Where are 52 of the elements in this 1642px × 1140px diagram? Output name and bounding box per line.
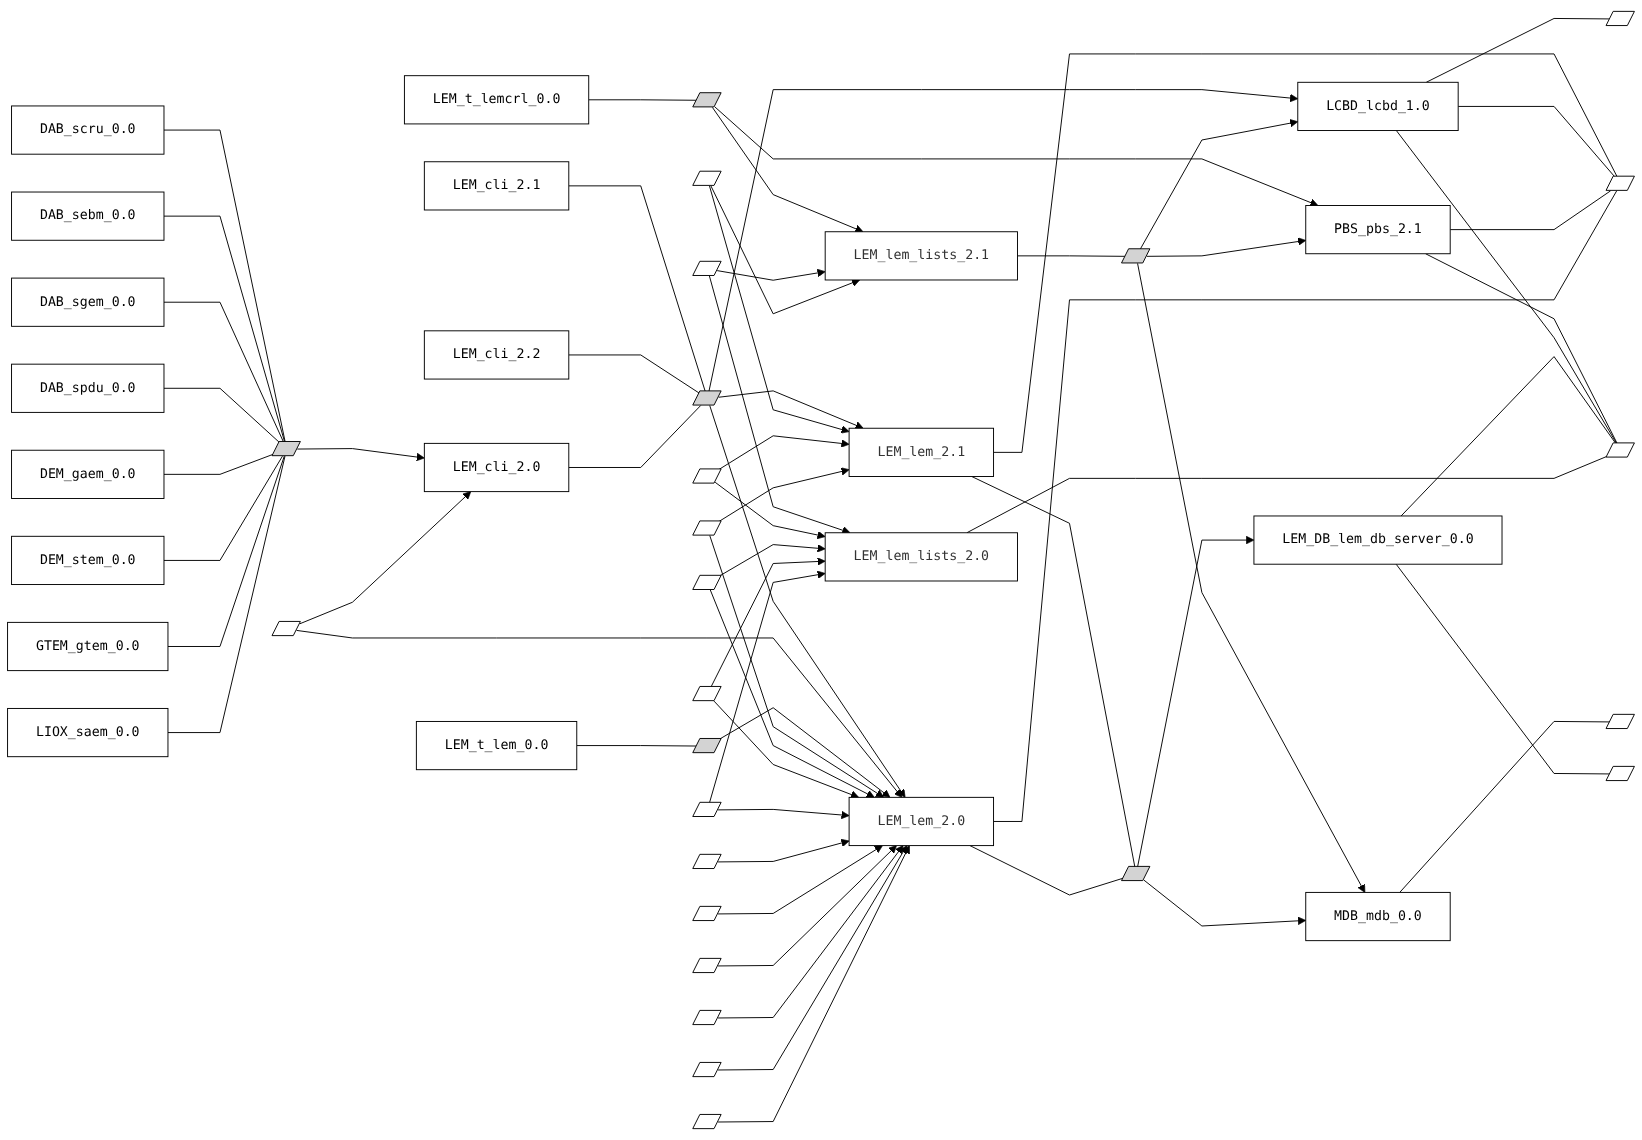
- node-parallelogram: [692, 92, 722, 108]
- connector: [167, 455, 285, 647]
- connector: [588, 99, 698, 101]
- node-parallelogram: [1121, 865, 1151, 882]
- connector: [969, 845, 1124, 896]
- node-parallelogram: [1605, 765, 1635, 782]
- node-parallelogram: [692, 520, 722, 536]
- node-parallelogram: [692, 1061, 722, 1078]
- node-parallelogram: [692, 801, 722, 817]
- connector: [993, 190, 1618, 822]
- node-parallelogram: [692, 260, 722, 276]
- connector: [1425, 18, 1611, 83]
- connector: [163, 453, 274, 475]
- connector: [568, 185, 706, 392]
- connector: [1395, 563, 1611, 775]
- connector: [1395, 130, 1617, 444]
- connector: [971, 476, 1136, 868]
- node-parallelogram: [1605, 175, 1635, 191]
- connector: [1400, 356, 1617, 517]
- connector: [1399, 720, 1611, 893]
- node-parallelogram: [1605, 713, 1635, 730]
- connector: [163, 455, 283, 561]
- node-parallelogram: [692, 905, 722, 922]
- node-parallelogram: [692, 853, 722, 869]
- connector: [1425, 253, 1618, 444]
- connector: [163, 215, 286, 443]
- node-parallelogram: [692, 390, 722, 406]
- node-parallelogram: [1605, 10, 1635, 27]
- node-parallelogram: [271, 620, 301, 637]
- node-parallelogram: [692, 1113, 722, 1130]
- node-parallelogram: [1605, 442, 1635, 458]
- connector: [163, 129, 286, 443]
- connector: [966, 455, 1608, 534]
- connector: [568, 354, 700, 394]
- connector: [163, 387, 280, 443]
- node-parallelogram: [692, 738, 722, 754]
- node-parallelogram: [692, 686, 722, 702]
- connector: [167, 455, 286, 734]
- connector: [993, 53, 1618, 453]
- connector: [1017, 255, 1126, 257]
- connector: [1449, 190, 1612, 231]
- node-parallelogram: [692, 957, 722, 974]
- node-parallelogram: [692, 170, 722, 186]
- node-parallelogram: [692, 1009, 722, 1026]
- connector: [576, 745, 698, 747]
- node-parallelogram: [692, 574, 722, 590]
- node-parallelogram: [271, 441, 301, 457]
- node-parallelogram: [692, 468, 722, 484]
- connector: [163, 301, 284, 443]
- connector: [1457, 105, 1616, 178]
- connector: [568, 405, 702, 468]
- node-parallelogram: [1121, 248, 1151, 264]
